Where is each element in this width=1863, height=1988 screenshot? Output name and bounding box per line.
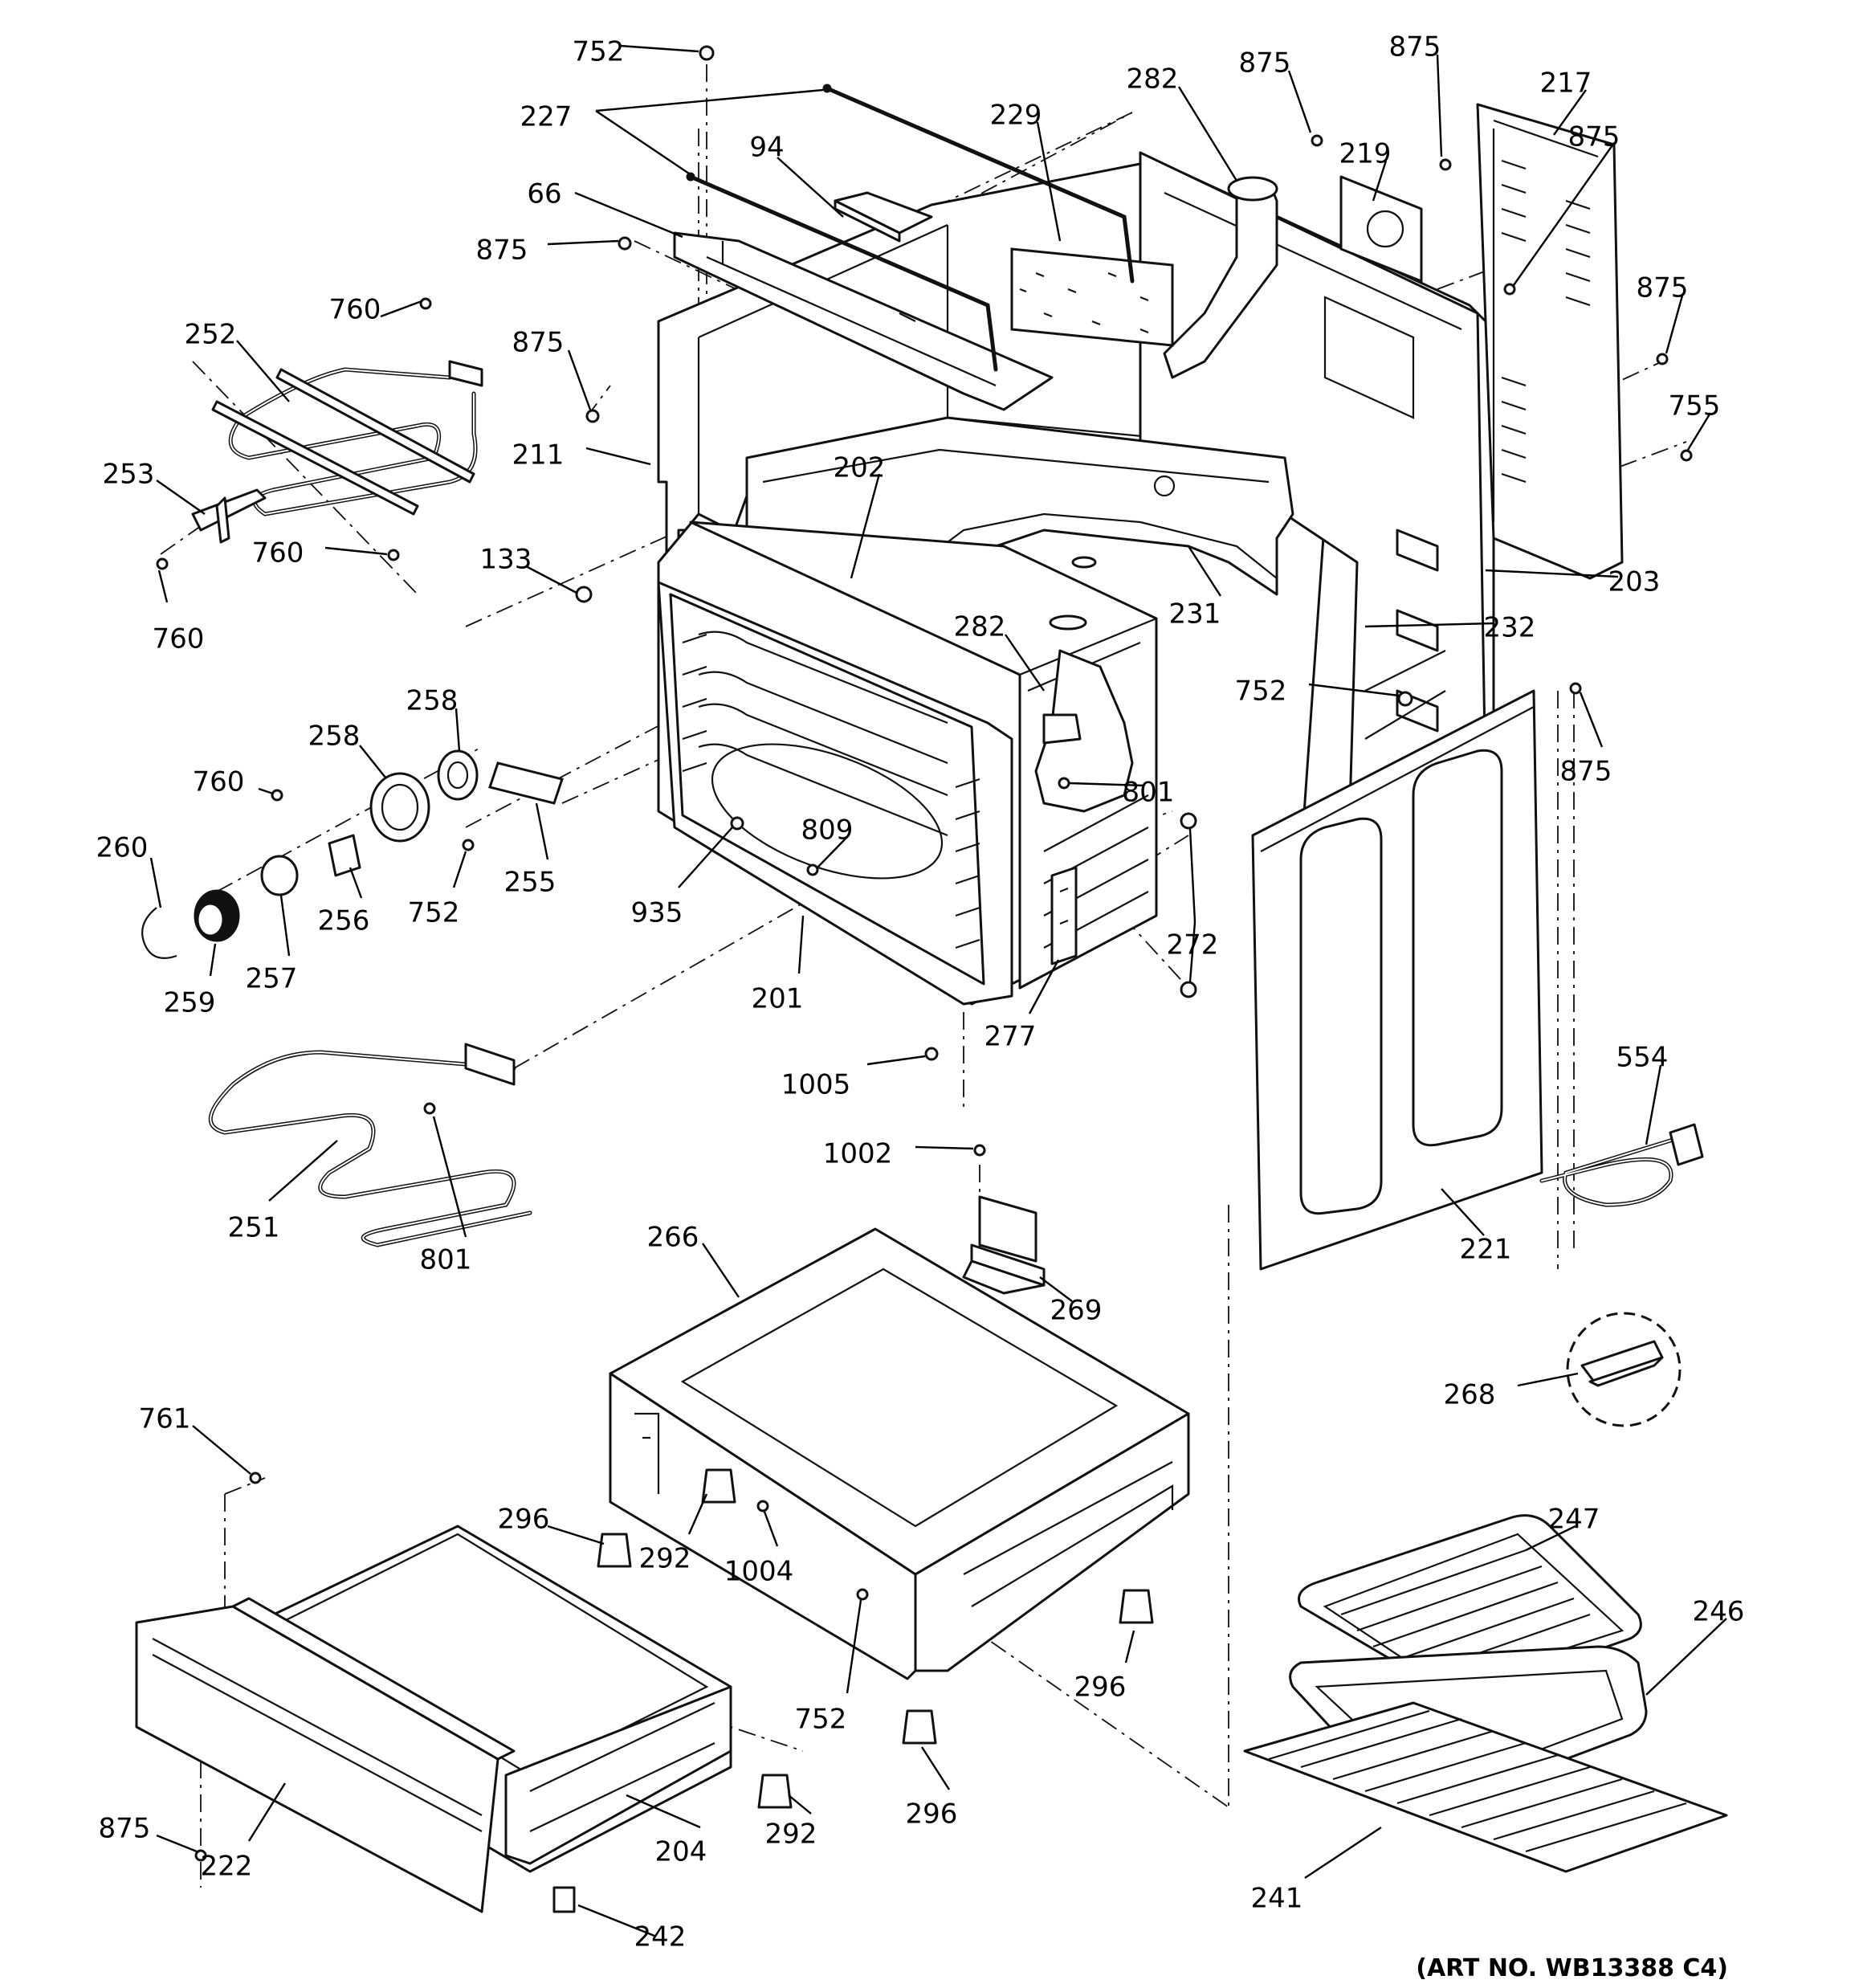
- callout-875: 875: [1239, 47, 1291, 80]
- callout-292: 292: [639, 1543, 691, 1575]
- callout-222: 222: [201, 1851, 253, 1883]
- callout-259: 259: [164, 987, 216, 1019]
- hardware-screws: [156, 45, 1693, 1913]
- callout-1004: 1004: [724, 1556, 794, 1588]
- callout-204: 204: [655, 1836, 707, 1868]
- callout-229: 229: [990, 100, 1042, 132]
- art-number: (ART NO. WB13388 C4): [1416, 1954, 1728, 1982]
- callout-554: 554: [1616, 1042, 1669, 1074]
- part-269-bracket: [962, 1195, 1046, 1295]
- callout-227: 227: [520, 101, 573, 133]
- callout-94: 94: [749, 132, 784, 164]
- callout-875: 875: [1560, 756, 1612, 788]
- part-268-clip: [1566, 1312, 1682, 1427]
- callout-258: 258: [406, 685, 459, 717]
- part-221-side-panel: [1251, 689, 1543, 1271]
- callout-202: 202: [834, 452, 886, 484]
- callout-801: 801: [1123, 777, 1175, 809]
- part-255-label: [488, 761, 564, 805]
- callout-292: 292: [765, 1819, 817, 1851]
- callout-282: 282: [954, 611, 1006, 643]
- callout-201: 201: [752, 983, 804, 1015]
- callout-258: 258: [308, 720, 361, 753]
- callout-260: 260: [96, 832, 149, 864]
- callout-755: 755: [1669, 390, 1721, 423]
- callout-282: 282: [1127, 63, 1179, 96]
- callout-875: 875: [1637, 272, 1689, 304]
- callout-251: 251: [228, 1212, 280, 1244]
- part-252-broil-element: [211, 360, 483, 516]
- callout-253: 253: [103, 459, 155, 491]
- part-554-power-cord: [1539, 1123, 1704, 1207]
- callout-269: 269: [1050, 1295, 1103, 1327]
- callout-242: 242: [634, 1921, 687, 1953]
- callout-809: 809: [801, 814, 854, 847]
- callout-761: 761: [139, 1403, 191, 1435]
- callout-760: 760: [252, 537, 304, 569]
- part-266-drawer-frame: [609, 1227, 1190, 1680]
- callout-935: 935: [631, 897, 683, 929]
- part-229-insulation: [1010, 247, 1174, 347]
- callout-246: 246: [1693, 1596, 1745, 1628]
- callout-232: 232: [1484, 612, 1536, 644]
- part-204-drawer: [255, 1525, 732, 1873]
- callout-203: 203: [1608, 566, 1661, 598]
- callout-268: 268: [1444, 1379, 1496, 1411]
- callout-217: 217: [1540, 67, 1592, 100]
- callout-252: 252: [185, 319, 237, 351]
- callout-752: 752: [408, 897, 460, 929]
- callout-1002: 1002: [823, 1138, 893, 1170]
- callout-875: 875: [99, 1813, 151, 1845]
- callout-211: 211: [512, 439, 565, 471]
- callout-255: 255: [504, 867, 556, 899]
- callout-133: 133: [480, 544, 532, 576]
- part-217-side-trim: [1476, 103, 1624, 580]
- callout-266: 266: [647, 1222, 699, 1254]
- callout-296: 296: [1074, 1672, 1127, 1704]
- part-201-oven-cavity: [657, 581, 1013, 1006]
- part-253-bracket: [191, 488, 267, 544]
- part-282-vent-duct: [1163, 176, 1278, 379]
- callout-257: 257: [246, 963, 298, 995]
- callout-241: 241: [1251, 1883, 1303, 1915]
- part-light-assembly: [141, 749, 479, 959]
- callout-247: 247: [1548, 1504, 1600, 1536]
- part-94-bracket: [834, 191, 933, 243]
- callout-760: 760: [329, 294, 381, 326]
- callout-760: 760: [193, 766, 245, 798]
- callout-875: 875: [1568, 121, 1620, 153]
- part-227-gasket: [686, 84, 1135, 372]
- part-222-drawer-front: [135, 1597, 516, 1913]
- callout-875: 875: [512, 327, 565, 359]
- callout-219: 219: [1339, 138, 1392, 170]
- callout-221: 221: [1460, 1234, 1512, 1266]
- callout-760: 760: [153, 623, 205, 655]
- part-251-bake-element: [208, 1043, 532, 1247]
- part-66-top-bracket: [673, 231, 1054, 411]
- callout-277: 277: [984, 1021, 1037, 1053]
- part-219-control-plate: [1339, 175, 1423, 283]
- callout-875: 875: [476, 235, 528, 267]
- leader-lines: [149, 44, 1727, 1937]
- callout-labels: 752 227 94 229 282 875 875 217 66 219 875 875 760 252…: [96, 31, 1745, 1953]
- callout-801: 801: [420, 1244, 472, 1276]
- callout-66: 66: [527, 178, 561, 210]
- callout-256: 256: [318, 905, 370, 937]
- callout-296: 296: [906, 1798, 958, 1831]
- part-277-bracket: [1050, 866, 1078, 965]
- callout-296: 296: [498, 1504, 550, 1536]
- part-241-oven-rack: [1243, 1701, 1728, 1873]
- callout-752: 752: [795, 1704, 847, 1736]
- callout-752: 752: [573, 36, 625, 68]
- callout-272: 272: [1167, 929, 1219, 961]
- callout-752: 752: [1235, 676, 1287, 708]
- part-282-lower-duct: [1034, 649, 1134, 813]
- callout-1005: 1005: [781, 1069, 851, 1101]
- callout-875: 875: [1389, 31, 1441, 63]
- callout-231: 231: [1169, 598, 1221, 631]
